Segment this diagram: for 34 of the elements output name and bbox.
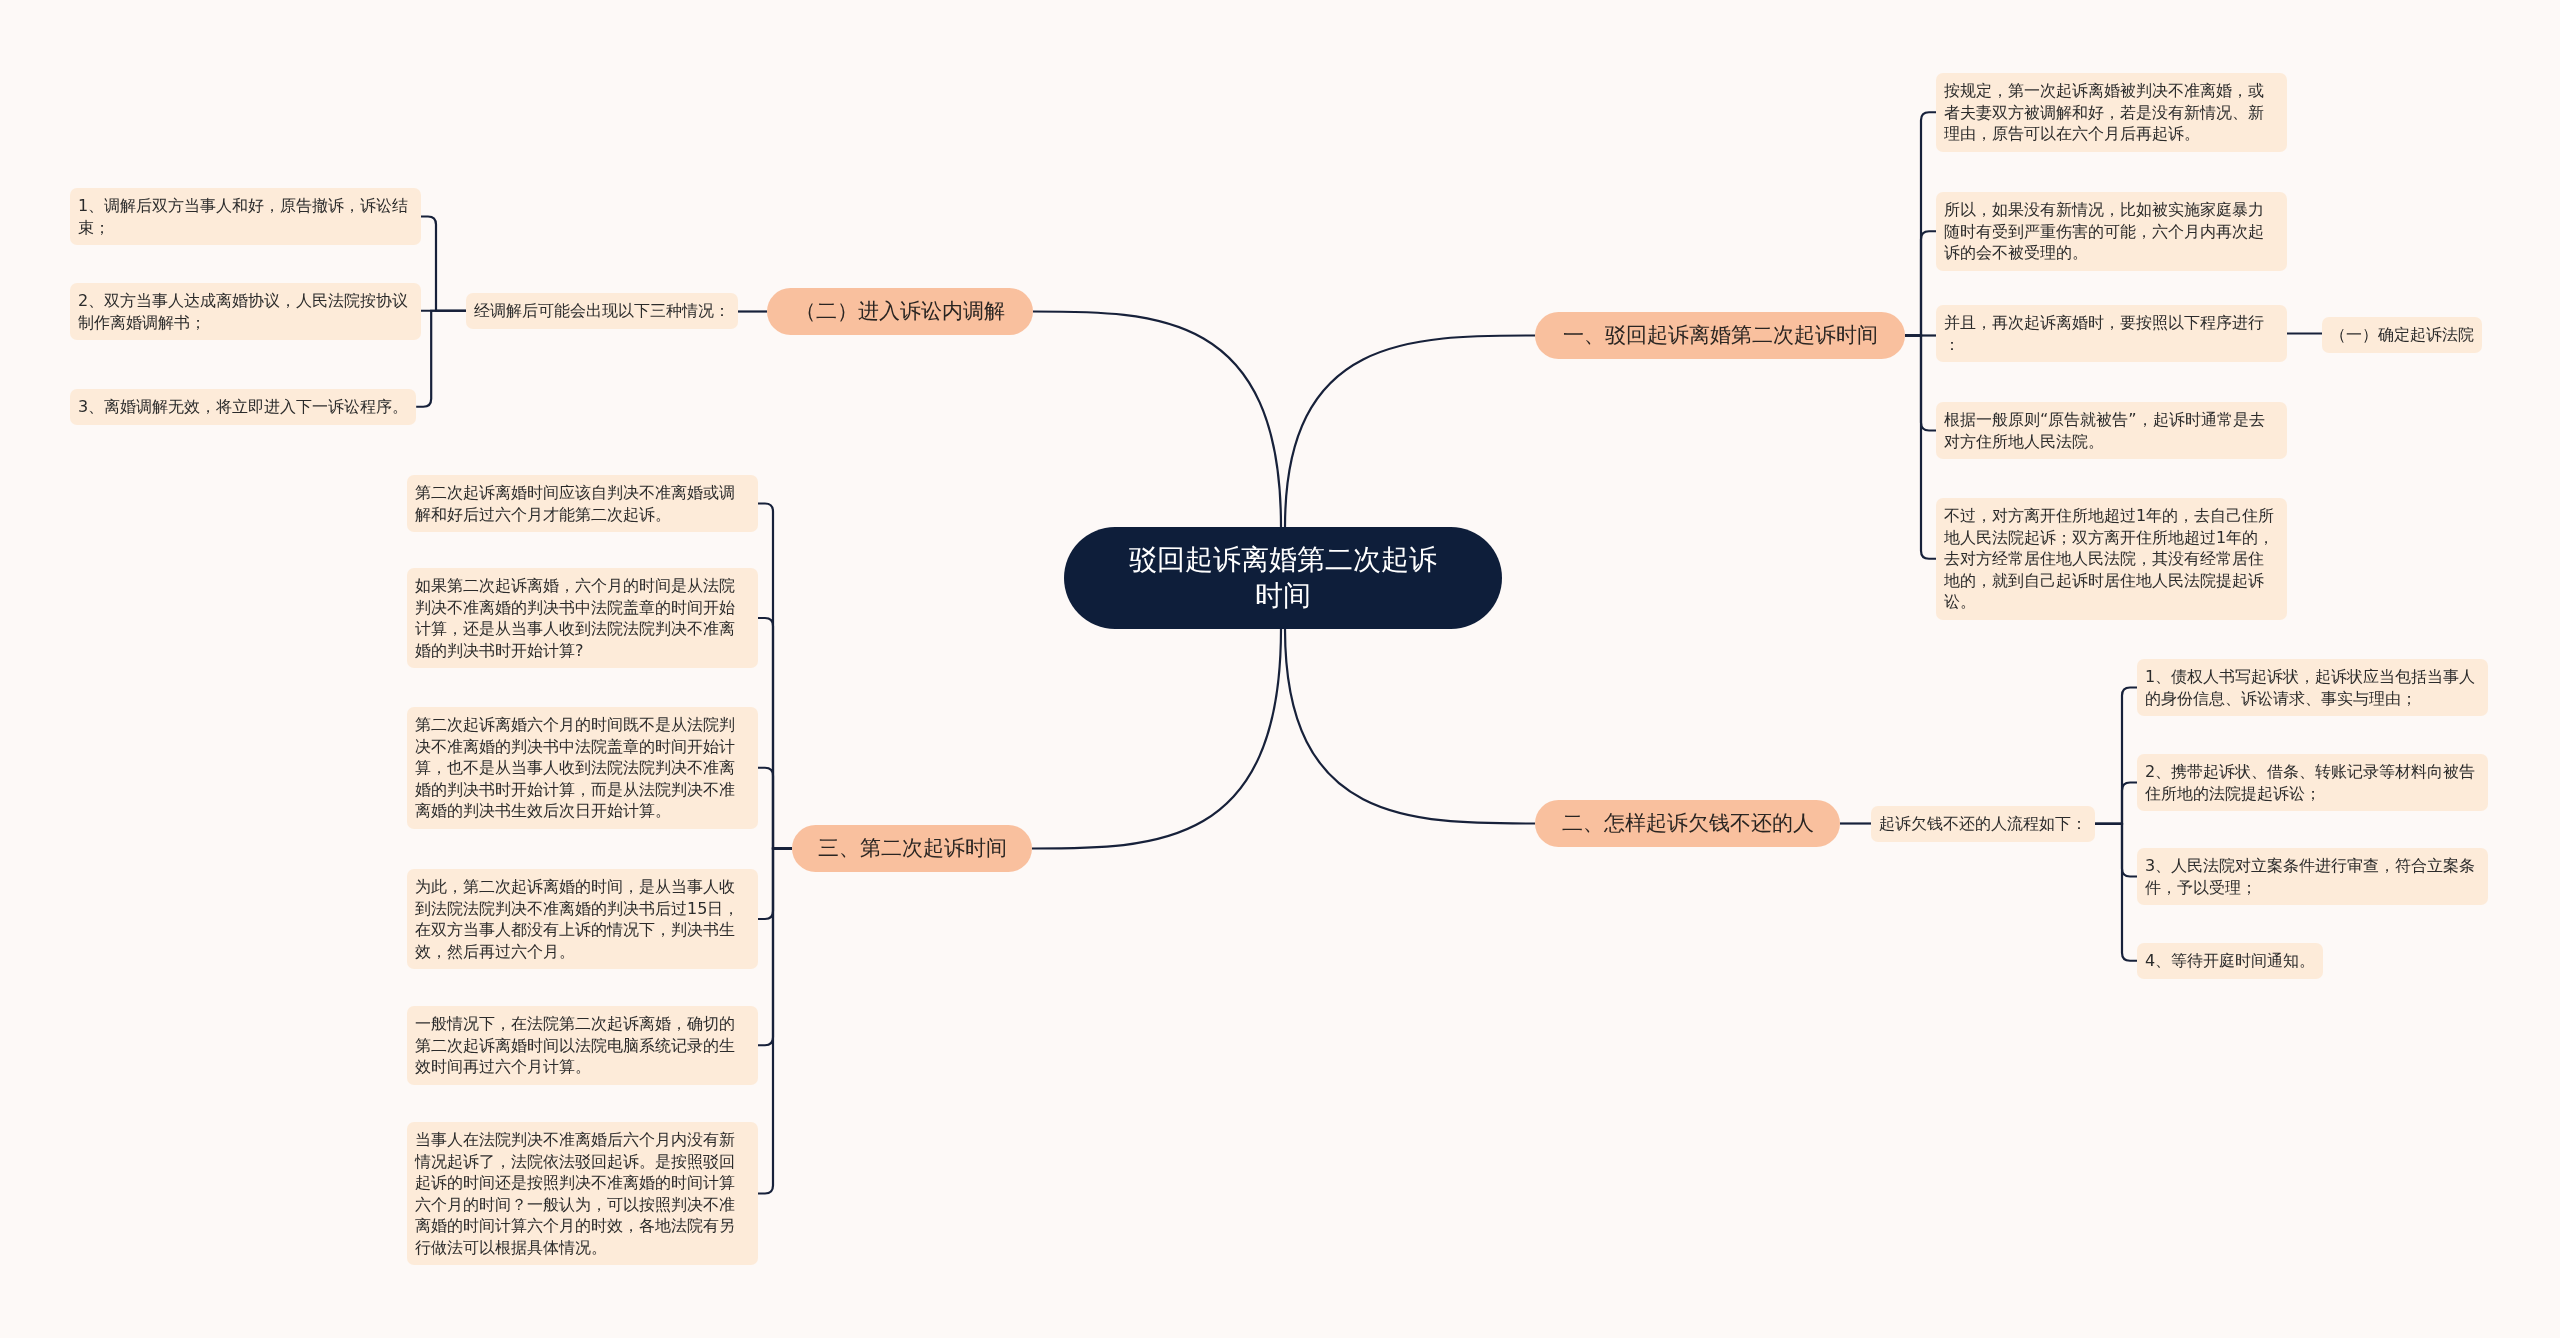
connector-line — [1283, 334, 1535, 528]
connector-line — [1840, 822, 1871, 825]
connector-line — [416, 309, 466, 408]
subtopic-box: 2、双方当事人达成离婚协议，人民法院按协议制作离婚调解书； — [70, 283, 421, 340]
branch-topic: 一、驳回起诉离婚第二次起诉时间 — [1535, 312, 1905, 359]
subtopic-box: 根据一般原则“原告就被告”，起诉时通常是去对方住所地人民法院。 — [1936, 402, 2287, 459]
subtopic-box: 不过，对方离开住所地超过1年的，去自己住所地人民法院起诉；双方离开住所地超过1年的，去对方经常居住地人民法院，其没有经常居住地的，就到自己起诉时居住地人民法院提起诉讼。 — [1936, 498, 2287, 620]
subtopic-box: 按规定，第一次起诉离婚被判决不准离婚，或者夫妻双方被调解和好，若是没有新情况、新理由，原告可以在六个月后再起诉。 — [1936, 73, 2287, 152]
connector-line — [738, 310, 767, 313]
subtopic-box: 3、离婚调解无效，将立即进入下一诉讼程序。 — [70, 389, 417, 425]
subtopic-box: 当事人在法院判决不准离婚后六个月内没有新情况起诉了，法院依法驳回起诉。是按照驳回起诉的时间还是按照判决不准离婚的时间计算六个月的时间？一般认为，可以按照判决不准离婚的时间计算六个月的时效，各地法院有另行做法可以根据具体情况。 — [407, 1122, 758, 1265]
connector-line — [2287, 332, 2322, 335]
subtopic-box: 为此，第二次起诉离婚的时间，是从当事人收到法院法院判决不准离婚的判决书后过15日，在双方当事人都没有上诉的情况下，判决书生效，然后再过六个月。 — [407, 869, 758, 969]
subtopic-box: 经调解后可能会出现以下三种情况： — [466, 293, 738, 329]
subtopic-box: 一般情况下，在法院第二次起诉离婚，确切的第二次起诉离婚时间以法院电脑系统记录的生效时间再过六个月计算。 — [407, 1006, 758, 1085]
subtopic-box: 第二次起诉离婚六个月的时间既不是从法院判决不准离婚的判决书中法院盖章的时间开始计算，也不是从当事人收到法院法院判决不准离婚的判决书时开始计算，而是从法院判决不准离婚的判决书生效后次日开始计算。 — [407, 707, 758, 829]
subtopic-box: 所以，如果没有新情况，比如被实施家庭暴力随时有受到严重伤害的可能，六个月内再次起诉的会不被受理的。 — [1936, 192, 2287, 271]
subtopic-box: 起诉欠钱不还的人流程如下： — [1871, 806, 2095, 842]
subtopic-box: 第二次起诉离婚时间应该自判决不准离婚或调解和好后过六个月才能第二次起诉。 — [407, 475, 758, 532]
connector-line — [1032, 628, 1283, 850]
subtopic-box: 1、调解后双方当事人和好，原告撤诉，诉讼结束； — [70, 188, 421, 245]
central-topic: 驳回起诉离婚第二次起诉时间 — [1064, 527, 1502, 629]
subtopic-box: （一）确定起诉法院 — [2322, 317, 2482, 353]
branch-topic: 三、第二次起诉时间 — [792, 825, 1032, 872]
subtopic-box: 并且，再次起诉离婚时，要按照以下程序进行： — [1936, 305, 2287, 362]
branch-topic: （二）进入诉讼内调解 — [767, 288, 1033, 335]
subtopic-box: 2、携带起诉状、借条、转账记录等材料向被告住所地的法院提起诉讼； — [2137, 754, 2488, 811]
connector-line — [1033, 310, 1283, 528]
subtopic-box: 1、债权人书写起诉状，起诉状应当包括当事人的身份信息、诉讼请求、事实与理由； — [2137, 659, 2488, 716]
subtopic-box: 3、人民法院对立案条件进行审查，符合立案条件，予以受理； — [2137, 848, 2488, 905]
connector-line — [1283, 628, 1535, 825]
subtopic-box: 4、等待开庭时间通知。 — [2137, 943, 2324, 979]
branch-topic: 二、怎样起诉欠钱不还的人 — [1535, 800, 1840, 847]
subtopic-box: 如果第二次起诉离婚，六个月的时间是从法院判决不准离婚的判决书中法院盖章的时间开始计算，还是从当事人收到法院法院判决不准离婚的判决书时开始计算? — [407, 568, 758, 668]
